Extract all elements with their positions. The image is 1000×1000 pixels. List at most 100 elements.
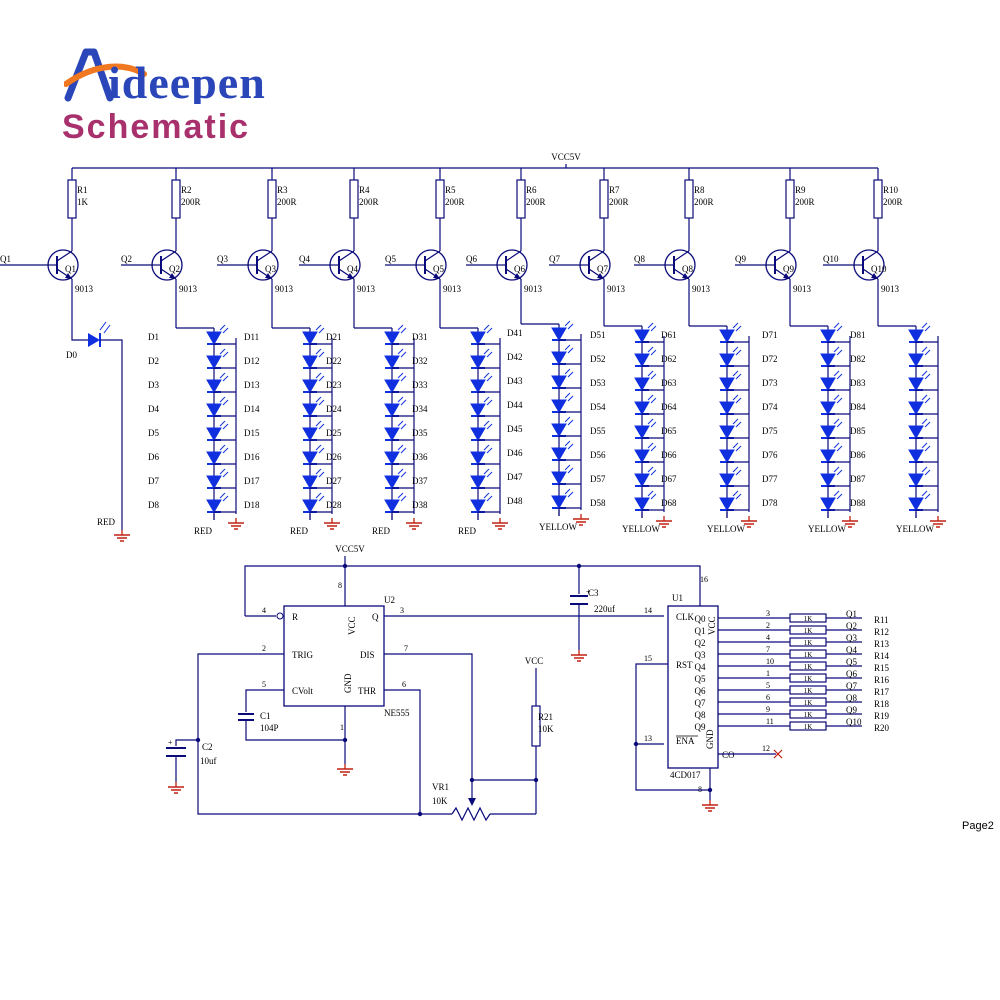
transistor-arrow [433, 273, 440, 279]
vcc-label: VCC [525, 656, 544, 666]
led-ref: D61 [661, 330, 677, 340]
color-label: RED [194, 526, 213, 536]
led-arrow [318, 423, 325, 430]
led-arrow [650, 397, 657, 404]
led-ref: D85 [850, 426, 866, 436]
pin-label: DIS [360, 650, 375, 660]
led-ref: D38 [412, 500, 428, 510]
led-arrow [833, 322, 840, 329]
led-icon [820, 353, 836, 367]
led-arrow [650, 373, 657, 380]
led-arrow [833, 370, 840, 377]
led-icon [908, 329, 924, 343]
led-arrow [836, 397, 843, 404]
led-arrow [483, 372, 490, 379]
base-net-label: Q10 [823, 254, 839, 264]
led-ref: D32 [412, 356, 428, 366]
led-ref: D64 [661, 402, 677, 412]
output-net-label: Q4 [846, 645, 857, 655]
r21-value: 10K [538, 724, 554, 734]
transistor-collector [160, 250, 177, 262]
led-arrow [647, 418, 654, 425]
led-icon [551, 327, 567, 341]
resistor-ref: R15 [874, 663, 890, 673]
led-arrow [318, 399, 325, 406]
output-net-label: Q9 [846, 705, 857, 715]
led-icon [719, 497, 735, 511]
transistor-ref: Q3 [265, 264, 276, 274]
pot-wiper-arrow [468, 798, 476, 806]
cd4017-ref: U1 [672, 593, 683, 603]
led-ref: D48 [507, 496, 523, 506]
resistor-icon [171, 179, 181, 219]
led-icon [634, 377, 650, 391]
led-icon [470, 427, 486, 441]
led-arrow [483, 468, 490, 475]
led-arrow [567, 371, 574, 378]
led-ref: D73 [762, 378, 778, 388]
led-arrow [735, 421, 742, 428]
resistor-icon [435, 179, 445, 219]
led-arrow [924, 445, 931, 452]
led-icon [302, 331, 318, 345]
led-arrow [222, 471, 229, 478]
pin-label: GND [343, 673, 353, 693]
led-icon [719, 353, 735, 367]
led-arrow [318, 447, 325, 454]
led-ref: D37 [412, 476, 428, 486]
color-label: YELLOW [707, 524, 745, 534]
pin-number: 7 [404, 644, 408, 653]
led-ref: D18 [244, 500, 260, 510]
c1-wire [245, 689, 284, 712]
resistor-value: 200R [359, 197, 379, 207]
pin-number: 10 [766, 657, 774, 666]
led-arrow [833, 442, 840, 449]
base-net-label: Q1 [0, 254, 11, 264]
led-icon [384, 499, 400, 513]
transistor-type: 9013 [275, 284, 294, 294]
resistor-value: 1K [804, 651, 813, 659]
svg-text:ideepen: ideepen [108, 57, 266, 104]
pin-number: 5 [262, 680, 266, 689]
transistor-collector [588, 250, 605, 262]
resistor-icon [599, 179, 609, 219]
pin-label: R [292, 612, 298, 622]
vcc-wire [244, 565, 701, 616]
led-arrow [921, 322, 928, 329]
transistor-ref: Q6 [514, 264, 525, 274]
output-net-label: Q10 [846, 717, 862, 727]
led-ref: D0 [66, 350, 77, 360]
led-icon [908, 425, 924, 439]
ne555-part: NE555 [384, 708, 410, 718]
transistor-arrow [871, 273, 878, 279]
led-arrow [483, 324, 490, 331]
resistor-value: 200R [795, 197, 815, 207]
pin-number: 4 [262, 606, 266, 615]
transistor-arrow [514, 273, 521, 279]
c3-ref: C3 [588, 588, 599, 598]
led-ref: D65 [661, 426, 677, 436]
led-arrow [567, 323, 574, 330]
led-ref: D24 [326, 404, 342, 414]
transistor-ref: Q2 [169, 264, 180, 274]
led-icon [206, 355, 222, 369]
led-arrow [400, 447, 407, 454]
led-arrow [397, 348, 404, 355]
led-ref: D86 [850, 450, 866, 460]
led-icon [634, 425, 650, 439]
led-arrow [564, 368, 571, 375]
base-net-label: Q8 [634, 254, 645, 264]
led-ref: D5 [148, 428, 159, 438]
transistor-collector [505, 250, 522, 262]
resistor-value: 1K [804, 615, 813, 623]
transistor-ref: Q10 [871, 264, 887, 274]
led-ref: D3 [148, 380, 159, 390]
led-icon [719, 401, 735, 415]
led-arrow [315, 444, 322, 451]
transistor-ref: Q5 [433, 264, 444, 274]
pin-number: 12 [762, 744, 770, 753]
led-arrow [732, 442, 739, 449]
led-arrow [219, 420, 226, 427]
led-ref: D45 [507, 424, 523, 434]
